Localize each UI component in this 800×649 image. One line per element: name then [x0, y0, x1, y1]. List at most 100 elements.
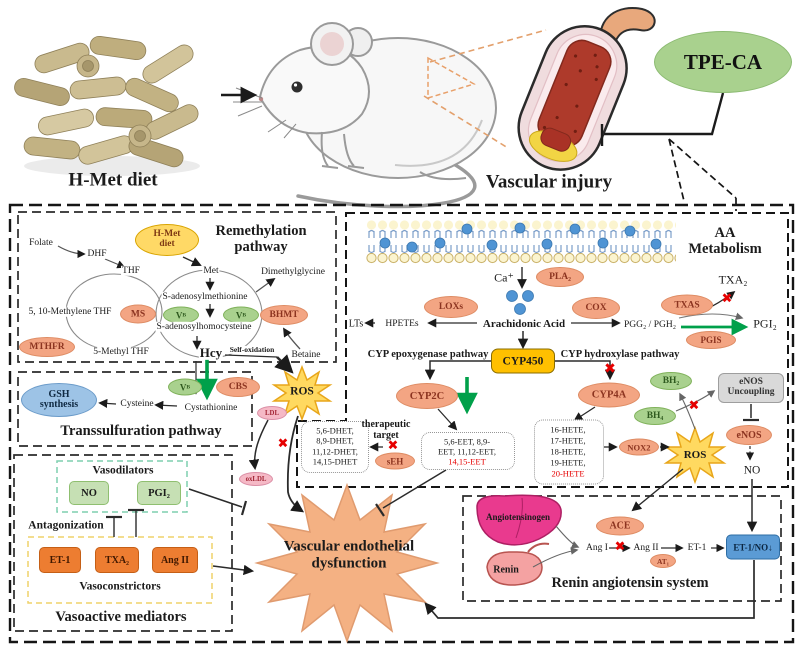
vessel-illustration	[517, 7, 656, 171]
dhet-line-1: 5,6-DHET,	[316, 425, 354, 436]
cyp2c-node: CYP2C	[396, 383, 458, 409]
dysfunction-starburst	[254, 482, 440, 644]
renin-system-title: Renin angiotensin system	[551, 575, 709, 592]
no-node: NO	[69, 481, 109, 505]
dhf-label: DHF	[86, 248, 108, 260]
diet-label: H-Met diet	[68, 169, 158, 191]
hete-line-2: 17-HETE,	[550, 435, 586, 446]
angi-label: Ang I	[586, 542, 608, 553]
renin-illustration	[486, 542, 550, 586]
vasodilators-title: Vasodilators	[92, 464, 154, 477]
txa2-label: TXA₂	[718, 272, 748, 287]
enos-node: eNOS	[726, 425, 772, 445]
cox-node: COX	[572, 297, 620, 319]
dhet-box	[301, 421, 369, 473]
blocked-icon: ✖	[387, 438, 399, 454]
betaine-label: Betaine	[290, 349, 322, 361]
hete-box	[534, 419, 604, 485]
eet-line-2: EET, 11,12-EET,	[438, 446, 496, 457]
hete-line-5: 20-HETE	[551, 468, 585, 479]
antagonization-label: Antagonization	[28, 519, 104, 532]
hcy-label: Hcy	[198, 344, 224, 361]
blocked-icon: ✖	[604, 361, 616, 377]
seh-node: sEH	[375, 452, 415, 470]
et1-node: ET-1	[39, 547, 81, 573]
vasoconstrictors-title: Vasoconstrictors	[79, 580, 161, 593]
mthfr-node: MTHFR	[19, 337, 75, 357]
hete-line-3: 18-HETE,	[550, 446, 586, 457]
cyp450-node: CYP450	[491, 348, 555, 374]
dhet-line-3: 11,12-DHET,	[312, 446, 358, 457]
dimethylglycine-label: Dimethylglycine	[261, 266, 325, 277]
transsulfuration-title: Transsulfuration pathway	[60, 423, 222, 440]
pgg2-pgh2-label: PGG₂ / PGH₂	[623, 319, 677, 330]
calcium-label: Ca⁺	[494, 270, 514, 285]
eet-line-3: 14,15-EET	[448, 456, 486, 467]
bh4-node: BH₄	[634, 407, 676, 425]
eet-box	[421, 432, 515, 470]
cysteine-label: Cysteine	[120, 398, 154, 409]
hpetes-label: HPETEs	[385, 318, 419, 329]
pellets-illustration	[14, 35, 200, 176]
renin-label: Renin	[493, 564, 519, 576]
blocked-icon: ✖	[277, 436, 289, 452]
pgi2-node: PGI₂	[137, 481, 181, 505]
folate-label: Folate	[29, 237, 53, 248]
pla2-node: PLA₂	[536, 267, 584, 287]
et1-label: ET-1	[687, 542, 707, 553]
cbs-node: CBS	[216, 377, 260, 397]
ros-starburst-2	[663, 425, 727, 485]
bh2-node: BH₂	[650, 372, 692, 390]
tpeca-node: TPE-CA	[654, 31, 792, 93]
ldl-node: LDL	[257, 406, 287, 420]
epoxygenase-label: CYP epoxygenase pathway	[367, 349, 489, 361]
cystathionine-label: Cystathionine	[184, 402, 238, 413]
txas-node: TXAS	[661, 294, 713, 316]
thf-label: THF	[121, 265, 141, 277]
cell-membrane	[366, 219, 676, 315]
vasoactive-title: Vasoactive mediators	[55, 609, 187, 626]
lts-label: LTs	[348, 318, 364, 330]
mouse-illustration	[233, 22, 497, 209]
angiotensinogen-label: Angiotensinogen	[485, 512, 551, 523]
ros-label-2: ROS	[683, 448, 707, 461]
hete-line-1: 16-HETE,	[550, 424, 586, 435]
pgis-node: PGIS	[686, 331, 736, 349]
methylene-thf-label: 5, 10-Methylene THF	[27, 306, 113, 318]
bhmt-node: BHMT	[260, 305, 308, 325]
injury-label: Vascular injury	[485, 171, 613, 193]
blocked-icon: ✖	[614, 539, 626, 555]
pgi2-label: PGI₂	[753, 316, 777, 331]
section-boxes	[8, 203, 795, 644]
oxldl-node: oxLDL	[239, 472, 273, 486]
dhet-line-4: 14,15-DHET	[312, 456, 358, 467]
no-label: NO	[743, 464, 761, 477]
et1-no-node: ET-1/NO↓	[726, 534, 780, 560]
ros-label-1: ROS	[290, 385, 314, 398]
sam-label: S-adenosylmethionine	[161, 291, 249, 303]
angii-node: Ang II	[152, 547, 198, 573]
hydroxylase-label: CYP hydroxylase pathway	[560, 349, 680, 361]
blocked-icon: ✖	[721, 291, 733, 307]
ros-starburst-1	[271, 364, 333, 422]
hete-line-4: 19-HETE,	[550, 457, 586, 468]
liver-illustration	[476, 494, 562, 546]
angii-label: Ang II	[633, 542, 659, 553]
methyl-thf-label: 5-Methyl THF	[92, 346, 150, 358]
ms-node: MS	[120, 304, 156, 324]
cyp4a-node: CYP4A	[578, 382, 640, 408]
dhet-line-2: 8,9-DHET,	[316, 435, 354, 446]
txa2-node: TXA₂	[95, 547, 139, 573]
ace-node: ACE	[596, 516, 644, 536]
self-oxidation-label: Self-oxidation	[228, 344, 276, 355]
nox2-node: NOX2	[619, 438, 659, 456]
